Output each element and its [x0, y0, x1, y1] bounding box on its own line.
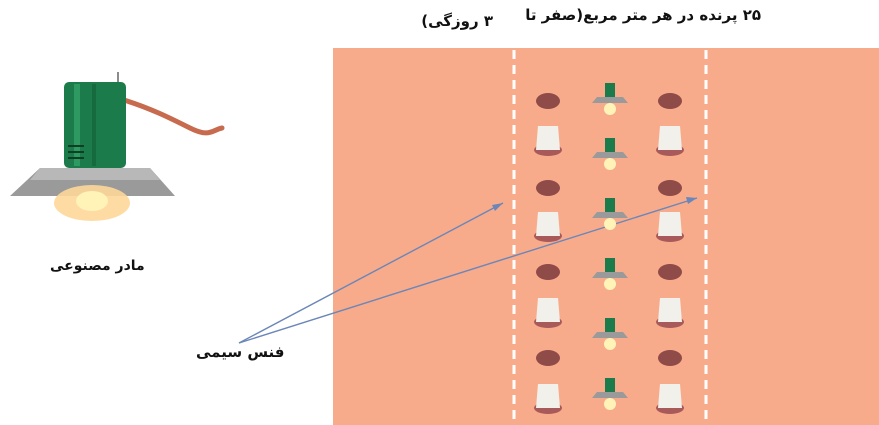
feeder-icon	[658, 264, 682, 280]
feeder-icon	[658, 93, 682, 109]
feeder-icon	[536, 93, 560, 109]
drinker-icon	[534, 384, 562, 414]
density-title: ۲۵ پرنده در هر متر مربع(صفر تا	[525, 6, 761, 24]
feeder-icon	[658, 350, 682, 366]
feeder-icon	[536, 180, 560, 196]
drinker-icon	[656, 212, 684, 242]
heat-lamp-icon	[592, 83, 628, 115]
drinker-icon	[534, 126, 562, 156]
drinker-icon	[656, 298, 684, 328]
brooder-label: مادر مصنوعی	[50, 258, 145, 274]
drinker-icon	[656, 126, 684, 156]
arrowhead-left-icon	[492, 203, 503, 211]
drinker-icon	[534, 212, 562, 242]
wire-fence-label: فنس سیمی	[196, 343, 285, 361]
density-title-age: ۳ روزگی)	[421, 12, 493, 30]
feeder-icon	[536, 264, 560, 280]
brooder-lamp-icon	[10, 72, 225, 221]
fence-pointer-arrow-right	[238, 197, 698, 344]
fence-pointer-arrow-left	[238, 202, 504, 344]
heat-lamp-icon	[592, 258, 628, 290]
heat-lamp-icon	[592, 318, 628, 350]
heat-lamp-icon	[592, 378, 628, 410]
drinker-icon	[534, 298, 562, 328]
heat-lamp-icon	[592, 198, 628, 230]
drinker-icon	[656, 384, 684, 414]
heat-lamp-icon	[592, 138, 628, 170]
arrowhead-right-icon	[686, 197, 697, 204]
feeder-icon	[536, 350, 560, 366]
feeder-icon	[658, 180, 682, 196]
